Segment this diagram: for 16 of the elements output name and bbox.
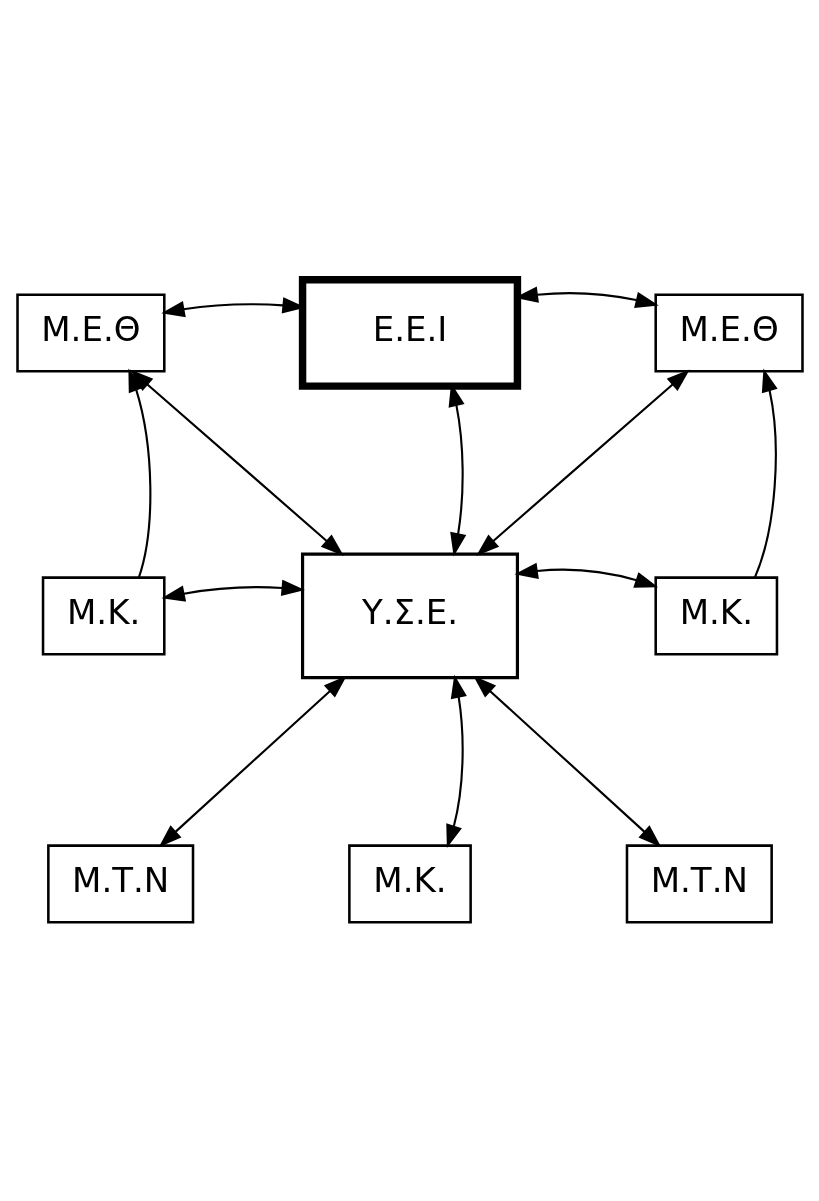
node-box: Μ.Κ.	[347, 843, 472, 923]
arrow	[158, 675, 347, 847]
node-box: Μ.Ε.Θ	[15, 292, 166, 373]
arrow	[514, 562, 658, 588]
node-box: Υ.Σ.Ε.	[300, 552, 519, 679]
arrow	[753, 367, 778, 578]
node-box: Μ.Τ.Ν	[46, 843, 194, 923]
arrow	[475, 368, 690, 556]
arrow	[472, 675, 661, 847]
arrow	[445, 674, 467, 848]
arrow	[161, 579, 305, 602]
node-box: Ε.Ε.Ι	[298, 275, 521, 390]
node-box: Μ.Τ.Ν	[625, 843, 773, 923]
node-box: Μ.Κ.	[41, 575, 166, 655]
node-box: Μ.Κ.	[653, 575, 778, 655]
node-box: Μ.Ε.Θ	[653, 292, 804, 373]
